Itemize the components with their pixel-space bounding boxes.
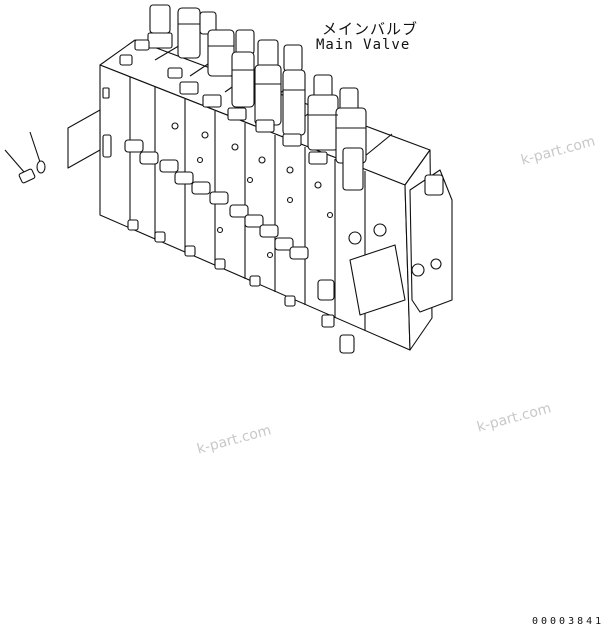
bolt-and-washer: [4, 131, 46, 184]
part-name-jp: メインバルブ: [322, 20, 419, 38]
left-end: [67, 87, 112, 169]
spool-caps: [119, 4, 367, 191]
part-name-en: Main Valve: [316, 37, 411, 53]
figure-code: 00003841: [532, 616, 605, 627]
end-cover: [317, 169, 453, 354]
front-fittings: [124, 122, 334, 307]
